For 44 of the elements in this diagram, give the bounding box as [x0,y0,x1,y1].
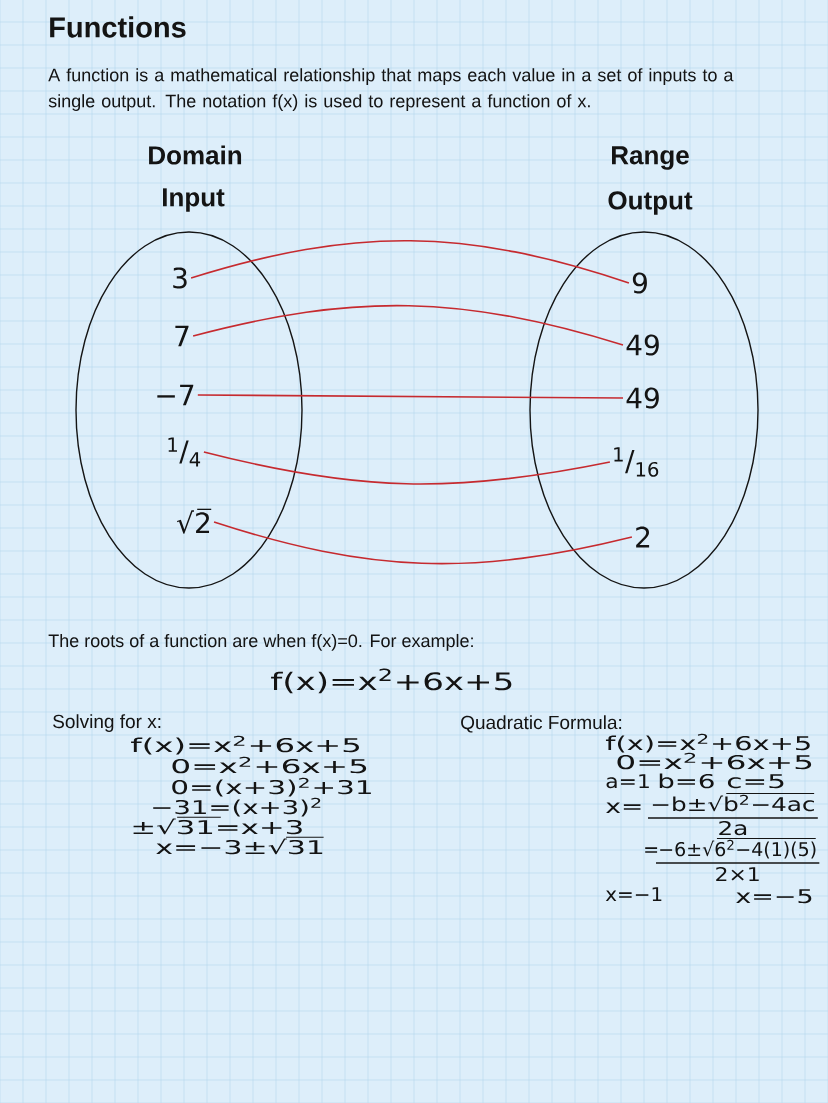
equation: x=−3±√31 [156,836,325,855]
value-label: 7 [175,325,189,347]
equation: ±√31=x+3 [133,816,302,835]
section-label: Quadratic Formula: [461,715,622,733]
equation: x= [606,802,641,813]
value-label: 3 [173,267,187,289]
set-heading: Domain [149,145,242,165]
equation: f(x)=x$^{2}$+6x+5 [131,735,359,755]
equation: c=5 [727,774,784,789]
equation: a=1 [606,774,649,789]
value-label: 49 [626,334,659,356]
equation: 0=(x+3)$^{2}$+31 [172,777,371,797]
equation: x=−5 [736,889,812,904]
value-label: −7 [157,384,194,406]
equation: 2×1 [716,866,759,881]
mapping-line [190,239,630,284]
mapping-line [192,304,624,346]
equation: −6±√6$^{2}$−4(1)(5) [660,837,817,859]
equation: −31=(x+3)$^{2}$ [153,797,321,817]
equation: 0=x$^{2}$+6x+5 [617,752,812,770]
mapping-line [213,521,633,565]
sentence: The roots of a function are when f(x)=0. For example: [48,633,473,651]
equation: x=−1 [605,887,662,901]
set-heading: Output [608,191,693,215]
value-label: $^{1}$/$_{16}$ [614,447,659,477]
value-label: √2 [177,508,212,534]
equation: −b±√b$^{2}$−4ac [652,792,815,812]
value-label: 9 [632,272,647,294]
equation: = [645,847,658,853]
equation: 2a [719,820,747,836]
equation: 0=x$^{2}$+6x+5 [172,756,367,774]
set-heading: Input [163,188,225,212]
mapping-line [203,451,611,485]
value-label: 49 [626,387,659,409]
mapping-line [197,394,624,399]
equation: f(x)=x$^{2}$+6x+5 [271,668,512,694]
section-label: Solving for x: [53,714,161,732]
title: Functions [50,16,186,38]
equation: f(x)=x$^{2}$+6x+5 [605,733,810,753]
set-heading: Range [612,146,689,170]
value-label: 2 [636,526,650,548]
equation: b=6 [659,773,714,789]
value-label: $^{1}$/$_{4}$ [168,437,201,467]
paragraph: A function is a mathematical relationship that maps each value in a set of inputs to a single output. The notation f(x) is used to represent a function of x. [48,68,734,111]
